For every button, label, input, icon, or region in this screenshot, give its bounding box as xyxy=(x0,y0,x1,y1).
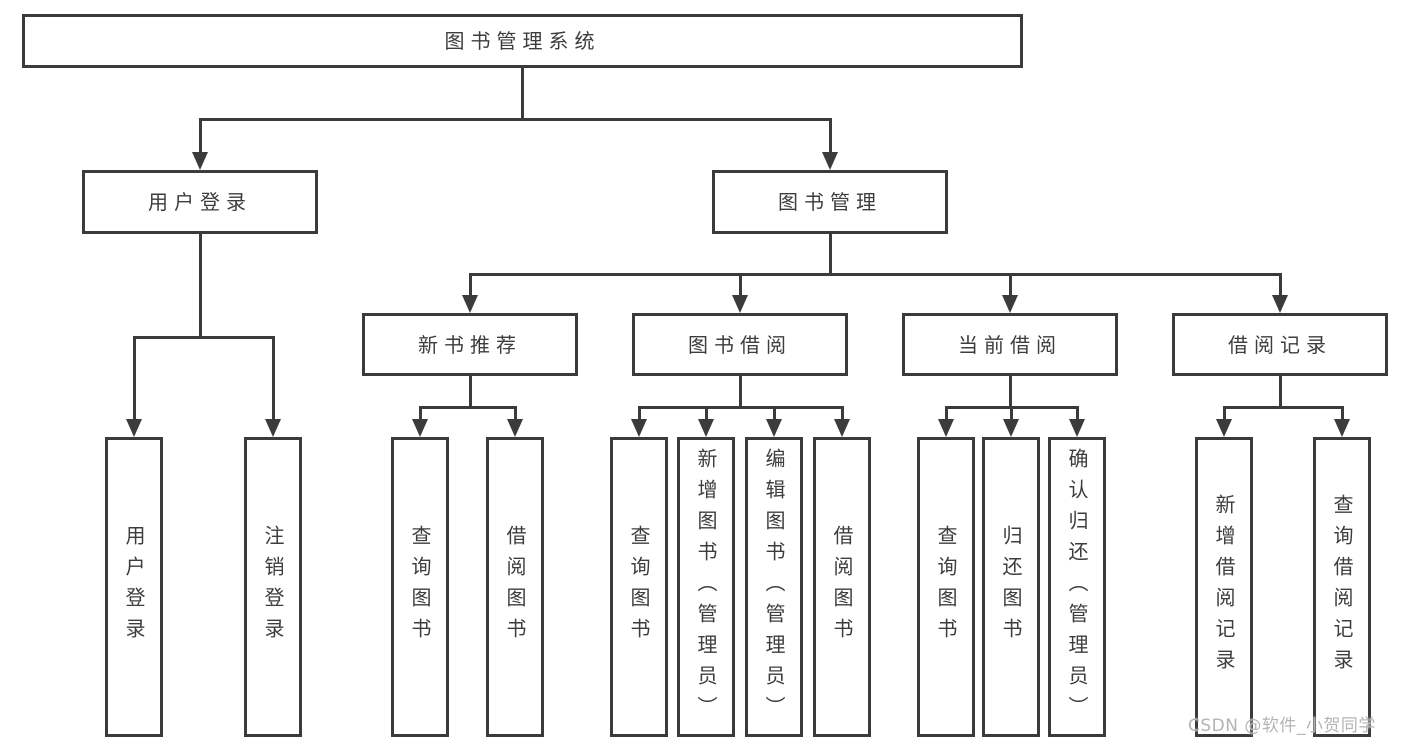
connector-root-stem xyxy=(521,67,524,118)
arrow-down-icon xyxy=(1002,295,1018,313)
node-new-book-recommend: 新书推荐 xyxy=(362,313,578,376)
connector-borrow-stem xyxy=(739,375,742,408)
node-root-library-system: 图书管理系统 xyxy=(22,14,1023,68)
connector-drop-current-borrow xyxy=(1009,273,1012,298)
arrow-down-icon xyxy=(822,152,838,170)
connector-drop-leaf xyxy=(705,406,708,423)
connector-recommend-stem xyxy=(469,375,472,408)
arrow-down-icon xyxy=(631,419,647,437)
connector-records-stem xyxy=(1279,375,1282,408)
connector-current-stem xyxy=(1009,375,1012,408)
arrow-down-icon xyxy=(507,419,523,437)
arrow-down-icon xyxy=(1003,419,1019,437)
node-user-login-module: 用户登录 xyxy=(82,170,318,234)
connector-root-bar xyxy=(199,118,832,121)
arrow-down-icon xyxy=(192,152,208,170)
arrow-down-icon xyxy=(1272,295,1288,313)
leaf-recommend-query-books: 查询图书 xyxy=(391,437,449,737)
leaf-records-query-record: 查询借阅记录 xyxy=(1313,437,1371,737)
node-book-management-module: 图书管理 xyxy=(712,170,948,234)
leaf-current-query-books: 查询图书 xyxy=(917,437,975,737)
connector-drop-leaf xyxy=(841,406,844,423)
connector-drop-leaf xyxy=(514,406,517,423)
arrow-down-icon xyxy=(732,295,748,313)
connector-drop-leaf xyxy=(1076,406,1079,423)
connector-userlogin-stem xyxy=(199,233,202,339)
leaf-current-return-books: 归还图书 xyxy=(982,437,1040,737)
connector-drop-user-login xyxy=(199,118,202,155)
node-current-borrow: 当前借阅 xyxy=(902,313,1118,376)
connector-drop-borrow-records xyxy=(1279,273,1282,298)
connector-drop-leaf xyxy=(945,406,948,423)
arrow-down-icon xyxy=(1216,419,1232,437)
arrow-down-icon xyxy=(938,419,954,437)
arrow-down-icon xyxy=(412,419,428,437)
leaf-borrow-query-books: 查询图书 xyxy=(610,437,668,737)
node-book-borrow: 图书借阅 xyxy=(632,313,848,376)
arrow-down-icon xyxy=(834,419,850,437)
connector-recommend-bar xyxy=(419,406,517,409)
arrow-down-icon xyxy=(698,419,714,437)
connector-userlogin-bar xyxy=(133,336,275,339)
leaf-recommend-borrow-books: 借阅图书 xyxy=(486,437,544,737)
leaf-records-add-record: 新增借阅记录 xyxy=(1195,437,1253,737)
connector-records-bar xyxy=(1223,406,1344,409)
arrow-down-icon xyxy=(462,295,478,313)
connector-drop-book-mgmt xyxy=(829,118,832,155)
leaf-borrow-edit-books-admin: 编辑图书（管理员） xyxy=(745,437,803,737)
connector-drop-leaf xyxy=(1341,406,1344,423)
connector-borrow-bar xyxy=(638,406,844,409)
arrow-down-icon xyxy=(126,419,142,437)
leaf-borrow-add-books-admin: 新增图书（管理员） xyxy=(677,437,735,737)
connector-bookmgmt-stem xyxy=(829,234,832,276)
connector-drop-leaf-logout xyxy=(272,336,275,422)
connector-drop-leaf xyxy=(1010,406,1013,423)
connector-drop-leaf xyxy=(1223,406,1226,423)
arrow-down-icon xyxy=(1069,419,1085,437)
leaf-logout: 注销登录 xyxy=(244,437,302,737)
arrow-down-icon xyxy=(265,419,281,437)
leaf-current-confirm-return-admin: 确认归还（管理员） xyxy=(1048,437,1106,737)
connector-drop-leaf xyxy=(773,406,776,423)
connector-drop-book-borrow xyxy=(739,273,742,298)
arrow-down-icon xyxy=(766,419,782,437)
arrow-down-icon xyxy=(1334,419,1350,437)
connector-drop-leaf xyxy=(419,406,422,423)
leaf-borrow-borrow-books: 借阅图书 xyxy=(813,437,871,737)
connector-drop-leaf xyxy=(638,406,641,423)
connector-drop-leaf-login xyxy=(133,336,136,422)
leaf-user-login: 用户登录 xyxy=(105,437,163,737)
connector-drop-new-book xyxy=(469,273,472,298)
node-borrow-records: 借阅记录 xyxy=(1172,313,1388,376)
csdn-watermark: CSDN @软件_小贺同学 xyxy=(1188,716,1376,736)
connector-bookmgmt-bar xyxy=(469,273,1282,276)
